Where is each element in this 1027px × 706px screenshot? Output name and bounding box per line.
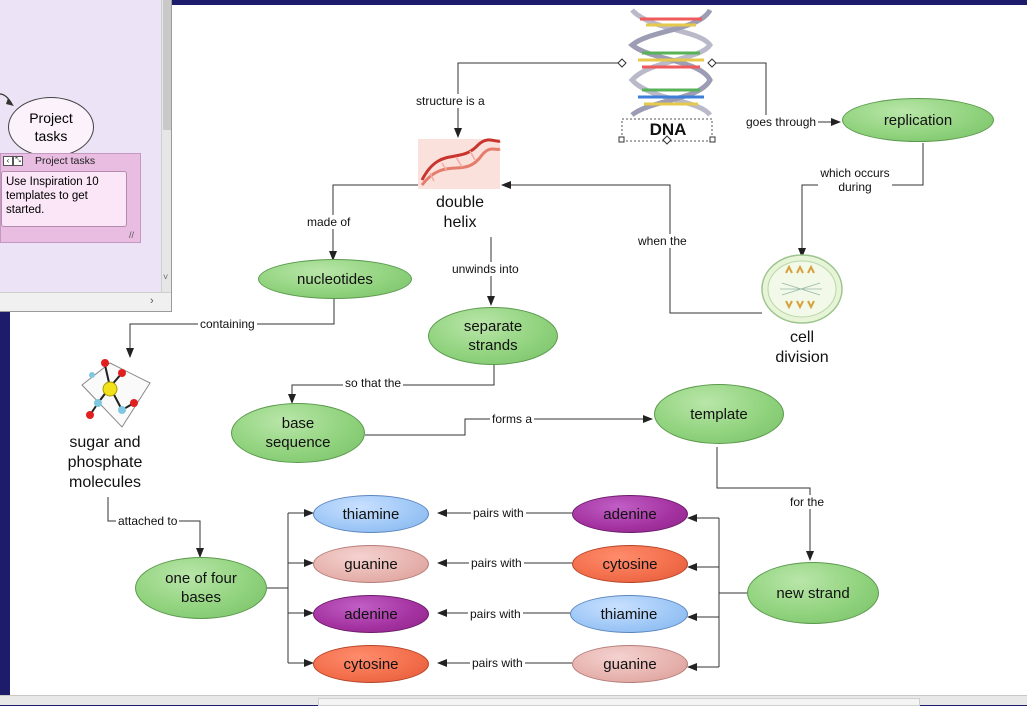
link-label-attached-to[interactable]: attached to	[116, 514, 180, 528]
scroll-right-arrow-icon[interactable]: ›	[150, 295, 154, 307]
right-cytosine-node[interactable]: cytosine	[572, 545, 688, 583]
connector-lines	[81, 8, 924, 671]
link-label-made-of[interactable]: made of	[305, 215, 353, 229]
new-strand-node[interactable]: new strand	[747, 562, 879, 624]
dna-label[interactable]: DNA	[649, 120, 687, 139]
link-label-goes-through[interactable]: goes through	[744, 115, 819, 129]
right-guanine-node[interactable]: guanine	[572, 645, 688, 683]
template-node[interactable]: template	[654, 384, 784, 444]
note-text[interactable]: Use Inspiration 10 templates to get star…	[1, 171, 127, 227]
link-label-containing[interactable]: containing	[198, 317, 257, 331]
left-thiamine-node[interactable]: thiamine	[313, 495, 429, 533]
cell-division-label[interactable]: cell division	[775, 329, 829, 366]
replication-node[interactable]: replication	[842, 98, 994, 142]
project-tasks-panel[interactable]: Project tasks ‹ ⤡ Project tasks Use Insp…	[0, 0, 172, 312]
double-helix-image-icon	[418, 138, 501, 189]
sugar-phosphate-label[interactable]: sugar and phosphate molecules	[67, 434, 143, 491]
double-helix-label[interactable]: double helix	[435, 194, 485, 231]
link-label-forms-a[interactable]: forms a	[490, 412, 535, 426]
left-cytosine-node[interactable]: cytosine	[313, 645, 429, 683]
link-label-unwinds-into[interactable]: unwinds into	[450, 262, 521, 276]
link-label-so-that-the[interactable]: so that the	[343, 376, 404, 390]
cell-division-icon	[761, 254, 843, 324]
link-label-pairs-with[interactable]: pairs with	[470, 656, 525, 670]
nucleotides-node[interactable]: nucleotides	[258, 259, 412, 299]
link-label-pairs-with[interactable]: pairs with	[471, 506, 526, 520]
base-sequence-node[interactable]: base sequence	[231, 403, 365, 463]
collapse-icon[interactable]: ‹	[3, 156, 13, 166]
right-adenine-node[interactable]: adenine	[572, 495, 688, 533]
panel-arrow-icon	[0, 93, 14, 106]
link-label-structure-is-a[interactable]: structure is a	[414, 94, 487, 108]
link-label-when-the[interactable]: when the	[636, 234, 689, 248]
molecule-icon	[81, 359, 151, 428]
resize-grip-icon[interactable]: //	[129, 230, 135, 240]
left-adenine-node[interactable]: adenine	[313, 595, 429, 633]
link-label-pairs-with[interactable]: pairs with	[469, 556, 524, 570]
expand-icon[interactable]: ⤡	[13, 156, 23, 166]
horizontal-scroll-track[interactable]	[318, 698, 920, 706]
diagram-canvas[interactable]: DNA double helix cell division sugar and…	[10, 5, 1027, 695]
note-header: ‹ ⤡ Project tasks	[1, 154, 140, 170]
link-label-for-the[interactable]: for the	[788, 495, 827, 509]
panel-horizontal-scrollbar[interactable]: ›	[0, 292, 171, 311]
separate-strands-node[interactable]: separate strands	[428, 307, 558, 365]
right-thiamine-node[interactable]: thiamine	[570, 595, 688, 633]
project-tasks-note[interactable]: ‹ ⤡ Project tasks Use Inspiration 10 tem…	[0, 153, 141, 243]
link-label-which-occurs-during[interactable]: which occurs during	[818, 166, 892, 194]
project-tasks-node[interactable]: Project tasks	[8, 97, 94, 157]
left-guanine-node[interactable]: guanine	[313, 545, 429, 583]
one-of-four-bases-node[interactable]: one of four bases	[135, 557, 267, 619]
link-label-pairs-with[interactable]: pairs with	[468, 607, 523, 621]
project-tasks-node-label: Project tasks	[29, 110, 73, 144]
scroll-down-arrow-icon[interactable]: ˅	[163, 272, 169, 282]
panel-vertical-scrollbar[interactable]: ˅	[161, 0, 171, 292]
panel-vertical-scroll-thumb[interactable]	[163, 0, 171, 130]
dna-helix-icon	[617, 8, 717, 145]
note-title: Project tasks	[35, 155, 96, 167]
